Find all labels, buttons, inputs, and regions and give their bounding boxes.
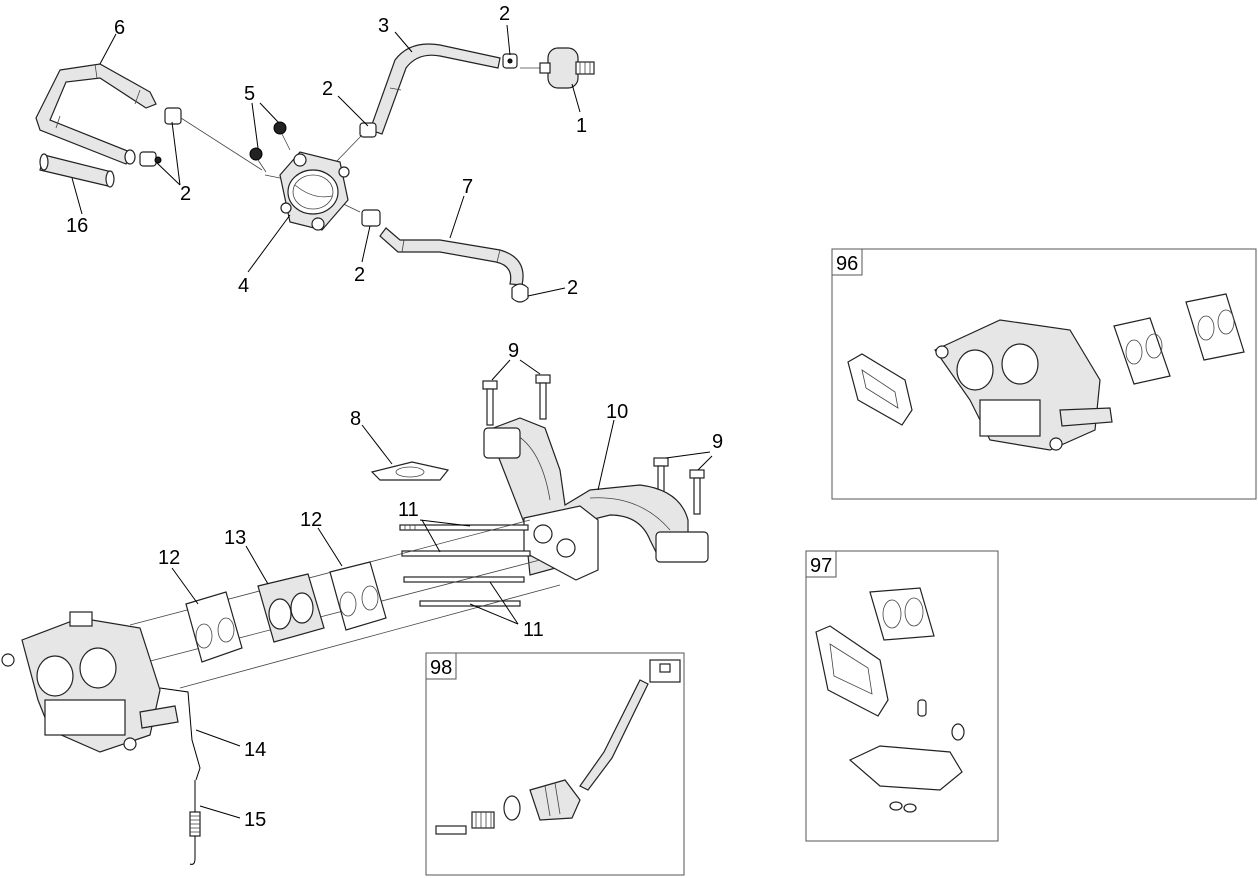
governor-spring (189, 780, 201, 865)
callout-2: 2 (322, 78, 333, 100)
fuel-hose-6 (35, 63, 157, 165)
callout-2: 2 (354, 264, 365, 286)
callout-4: 4 (238, 275, 249, 297)
callout-1: 1 (576, 115, 587, 137)
pump-screws (249, 121, 291, 173)
callout-2: 2 (499, 3, 510, 25)
callout-15: 15 (244, 809, 266, 831)
callout-3: 3 (378, 15, 389, 37)
manifold-bolts-left (482, 374, 551, 426)
kit-98-box: 98 (425, 652, 685, 876)
fuel-pump (264, 134, 363, 231)
carburetor-gasket-2 (329, 561, 387, 631)
callout-labels: 1 2 2 2 2 2 3 4 5 6 7 8 9 9 10 11 11 12 … (66, 3, 723, 831)
callout-16: 16 (66, 215, 88, 237)
hose-clamp-pump-outlet-2 (361, 209, 381, 227)
carburetor-spacer (257, 573, 325, 643)
callout-2: 2 (567, 277, 578, 299)
carburetor-gasket-1 (185, 591, 243, 663)
kit-97-box: 97 (805, 550, 999, 842)
callout-12: 12 (300, 509, 322, 531)
callout-9: 9 (712, 431, 723, 453)
throttle-linkage (159, 687, 201, 781)
carburetor (1, 611, 179, 753)
intake-manifold (483, 417, 709, 581)
fuel-hose-7 (379, 227, 524, 286)
callout-11: 11 (398, 499, 419, 521)
kit-96-box: 96 (831, 248, 1257, 500)
kit-96-label: 96 (836, 253, 858, 275)
hose-clamp-top (502, 53, 518, 69)
callout-12: 12 (158, 547, 180, 569)
hose-clamp-inlet (139, 107, 263, 171)
callout-11: 11 (523, 619, 544, 641)
callout-5: 5 (244, 83, 255, 105)
fuel-filter (520, 47, 595, 89)
leader-lines (71, 24, 713, 819)
hose-clamp-end (511, 283, 529, 303)
callout-7: 7 (462, 176, 473, 198)
fuel-hose-16 (39, 153, 115, 188)
callout-6: 6 (114, 17, 125, 39)
callout-9: 9 (508, 340, 519, 362)
fuel-hose-3 (369, 43, 501, 135)
callout-2: 2 (180, 183, 191, 205)
callout-13: 13 (224, 527, 246, 549)
hose-clamp-pump-outlet (359, 122, 377, 138)
callout-8: 8 (350, 408, 361, 430)
callout-14: 14 (244, 739, 266, 761)
callout-10: 10 (606, 401, 628, 423)
kit-97-label: 97 (810, 555, 832, 577)
intake-gasket (370, 461, 450, 481)
kit-98-label: 98 (430, 657, 452, 679)
